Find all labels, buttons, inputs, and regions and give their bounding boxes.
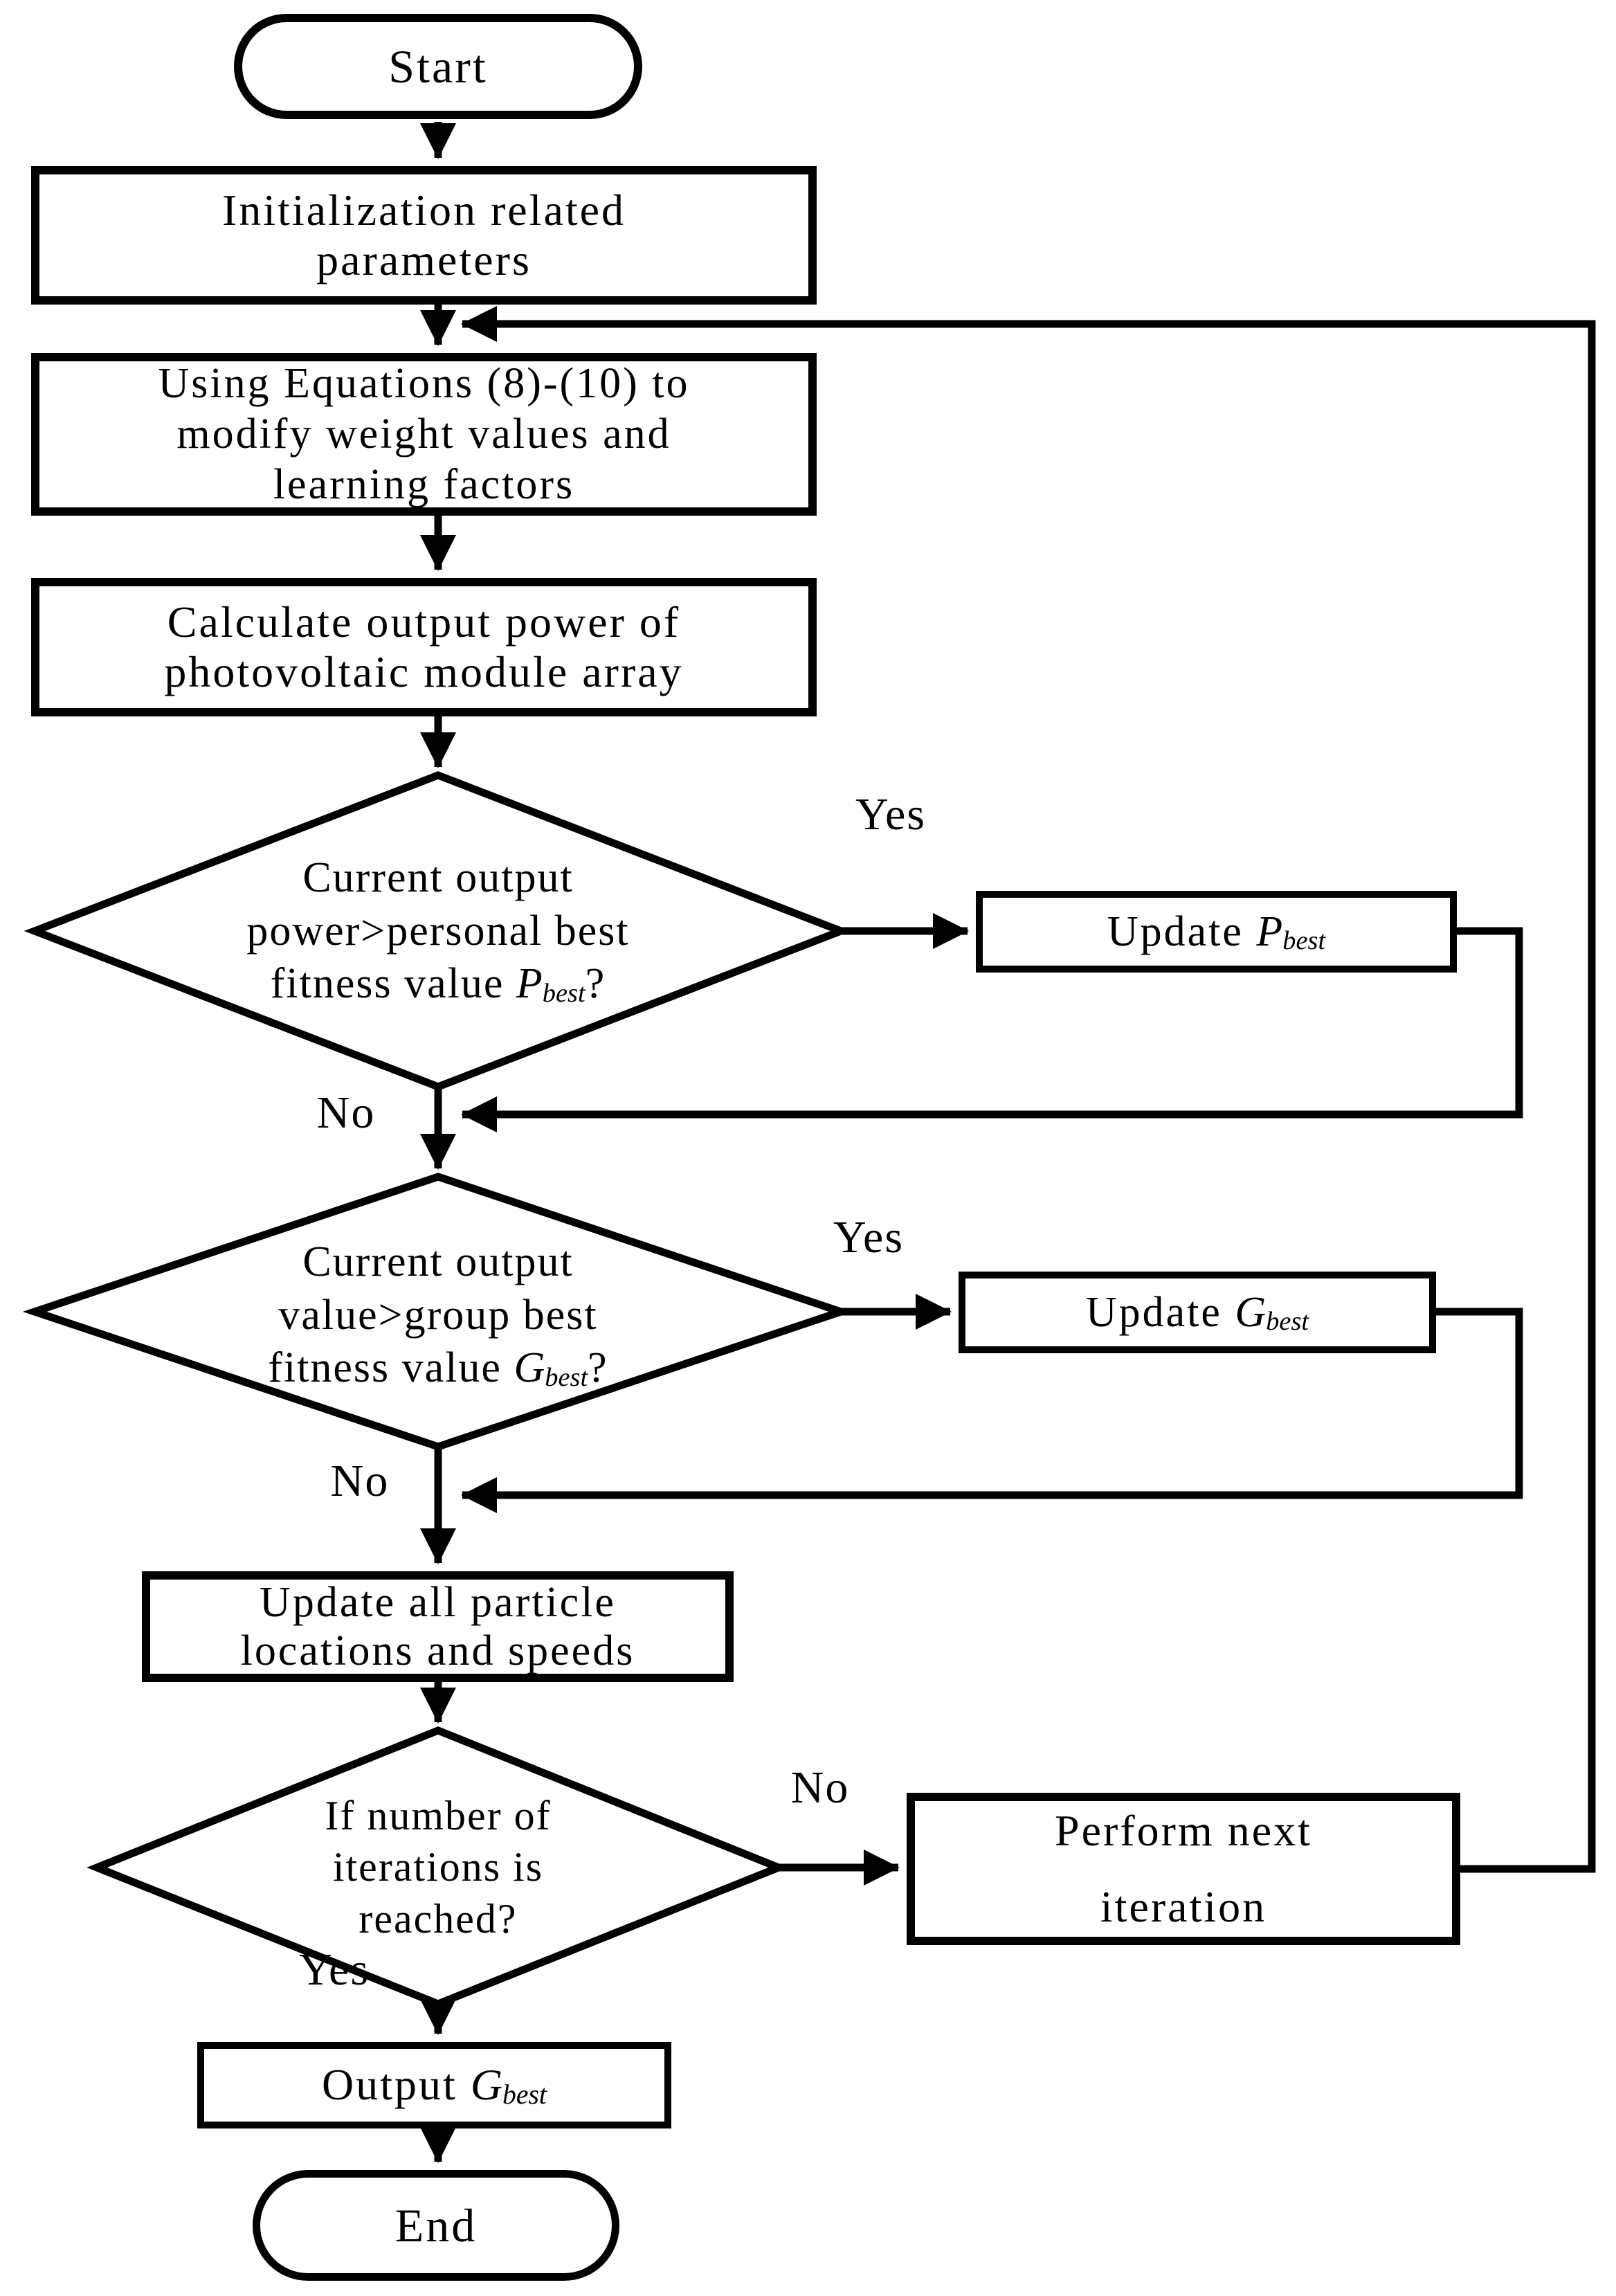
process-output-gbest: Output Gbest [197,2042,671,2128]
decision-gbest-text: Current output value>group best fitness … [92,1215,784,1416]
text-line: Update Gbest [1086,1288,1309,1337]
edge-label-iter-yes: Yes [282,1942,386,1998]
terminator-end: End [253,2170,619,2281]
edge-label-gbest-no: No [311,1454,408,1509]
terminator-start: Start [234,14,642,119]
text-line: photovoltaic module array [164,647,684,696]
text-line: fitness value Pbest? [271,957,606,1011]
process-initialization: Initialization related parameters [31,166,817,305]
text-line: locations and speeds [240,1627,635,1674]
start-label: Start [388,39,488,93]
text-line: iteration [1100,1882,1267,1931]
process-calculate-power: Calculate output power of photovoltaic m… [31,578,817,716]
gbest-subscript: best [502,2079,547,2110]
pbest-subscript: best [1282,926,1326,956]
text-line: reached? [358,1895,518,1942]
text-segment: Output [322,2060,471,2110]
decision-iterations-text: If number of iterations is reached? [161,1775,715,1959]
edge-label-pbest-yes: Yes [842,787,939,842]
text-line: value>group best [278,1291,598,1339]
decision-diamond-gbest [22,1173,853,1451]
text-line: Update Pbest [1107,907,1325,956]
text-segment: Update [1085,1288,1235,1336]
label-text: No [790,1762,850,1813]
edge-label-pbest-no: No [298,1085,394,1141]
text-line: Perform next [1055,1805,1312,1855]
text-line: modify weight values and [176,410,671,458]
end-label: End [394,2198,478,2252]
text-segment: fitness value [268,1344,514,1392]
decision-diamond-pbest [24,771,852,1091]
edge-loop-next-iteration [461,306,1596,1873]
label-text: Yes [833,1212,905,1263]
text-line: Current output [302,1238,574,1285]
process-next-iteration: Perform next iteration [907,1793,1460,1945]
label-text: No [330,1456,390,1506]
gbest-symbol: G [1235,1288,1267,1336]
process-update-particles: Update all particle locations and speeds [142,1571,734,1682]
label-text: Yes [855,789,927,840]
text-line: Using Equations (8)-(10) to [158,359,690,407]
edge-label-gbest-yes: Yes [820,1210,917,1265]
gbest-symbol: G [514,1344,545,1392]
text-line: fitness value Gbest? [268,1341,608,1395]
text-segment: Update [1107,907,1257,955]
text-line: iterations is [332,1844,544,1890]
text-line: Calculate output power of [167,597,681,647]
edge-label-iter-no: No [772,1760,869,1816]
text-line: Update all particle [260,1578,616,1626]
text-line: Initialization related [221,185,626,235]
process-update-pbest: Update Pbest [976,891,1457,973]
label-text: Yes [298,1944,370,1995]
text-line: If number of [325,1792,552,1838]
text-segment: ? [585,960,606,1008]
decision-pbest-text: Current output power>personal best fitne… [92,824,784,1038]
text-line: learning factors [273,461,575,509]
text-line: Current output [302,853,574,901]
process-modify-weights: Using Equations (8)-(10) to modify weigh… [31,353,817,516]
process-update-gbest: Update Gbest [959,1272,1436,1353]
text-segment: fitness value [270,960,516,1008]
gbest-subscript: best [545,1362,588,1392]
gbest-symbol: G [470,2060,503,2110]
text-line: Output Gbest [322,2060,547,2110]
decision-diamond-iterations [87,1726,789,2008]
label-text: No [316,1087,376,1138]
gbest-subscript: best [1266,1307,1309,1337]
pbest-symbol: P [1256,907,1283,955]
pbest-symbol: P [516,960,543,1008]
text-line: power>personal best [246,907,630,955]
edge-update-gbest-return [461,1308,1523,1513]
text-segment: ? [588,1344,608,1392]
pbest-subscript: best [542,978,585,1008]
edge-update-pbest-return [461,927,1523,1132]
text-line: parameters [316,235,532,284]
